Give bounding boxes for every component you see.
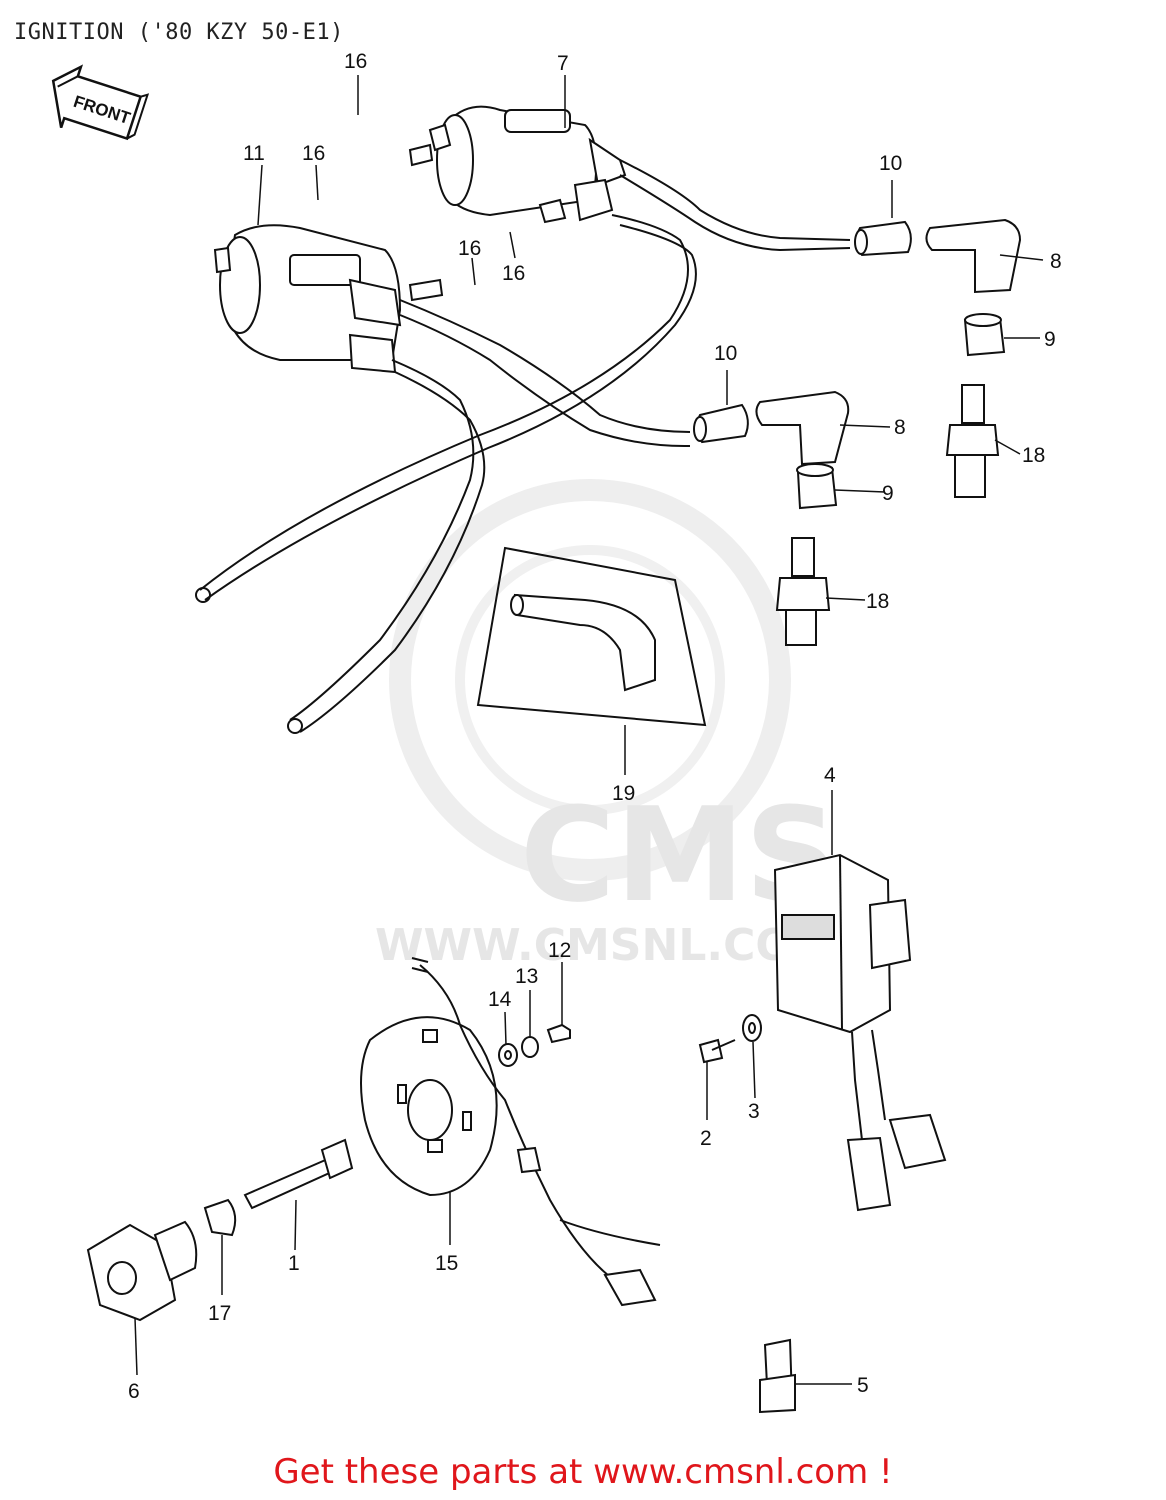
rubber-cap-9-upper: [963, 313, 1006, 357]
front-arrow: FRONT: [51, 64, 150, 141]
leader-lines: [134, 75, 1044, 1385]
callout-16-b: 16: [302, 142, 325, 165]
callout-15: 15: [435, 1252, 458, 1275]
plug-cap-10-lower: [693, 403, 749, 444]
callout-18-lower: 18: [866, 590, 889, 613]
bolt-1: [243, 1138, 354, 1210]
timing-advancer-6: [86, 1220, 198, 1322]
high-tension-leads: [195, 159, 851, 734]
callout-8-lower: 8: [894, 416, 906, 439]
bracket-5: [759, 1338, 796, 1414]
ic-igniter-4: [773, 853, 947, 1212]
nut-3: [742, 1014, 762, 1042]
callouts: 1 2 3 4 5 6 7 8 8 9 9 10 10 11 12 13 14 …: [128, 50, 1062, 1403]
washer-13: [521, 1036, 539, 1058]
callout-18-upper: 18: [1022, 444, 1045, 467]
plug-cap-8-lower: [755, 390, 850, 466]
callout-9-lower: 9: [882, 482, 894, 505]
callout-10-lower: 10: [714, 342, 737, 365]
page-title: IGNITION ('80 KZY 50-E1): [14, 20, 344, 45]
bolt-2: [698, 1038, 736, 1064]
clip-17: [203, 1198, 237, 1237]
callout-12: 12: [548, 939, 571, 962]
ignition-coil-7: [408, 105, 627, 224]
watermark: CMS WWW.CMSNL.COM: [375, 479, 838, 971]
callout-9-upper: 9: [1044, 328, 1056, 351]
callout-14: 14: [488, 988, 512, 1011]
pickup-coil-plate-15: [360, 957, 661, 1307]
callout-7: 7: [557, 52, 569, 75]
callout-1: 1: [288, 1252, 300, 1275]
callout-3: 3: [748, 1100, 760, 1123]
callout-11: 11: [243, 142, 265, 165]
callout-5: 5: [857, 1374, 869, 1397]
spark-plug-18-upper: [945, 384, 1000, 498]
callout-19: 19: [612, 782, 635, 805]
footer-link[interactable]: Get these parts at www.cmsnl.com !: [273, 1452, 893, 1492]
callout-8-upper: 8: [1050, 250, 1062, 273]
plug-cap-10-upper: [854, 220, 912, 257]
callout-13: 13: [515, 965, 538, 988]
rubber-cap-9-lower: [796, 463, 838, 510]
plug-cap-8-upper: [925, 218, 1022, 294]
ignition-coil-11: [213, 224, 444, 374]
callout-16-a: 16: [344, 50, 367, 73]
inset-plug-cap-19: [476, 546, 707, 727]
callout-16-c: 16: [458, 237, 481, 260]
callout-17: 17: [208, 1302, 231, 1325]
spark-plug-18-lower: [775, 537, 831, 646]
watermark-url: WWW.CMSNL.COM: [375, 920, 837, 971]
callout-4: 4: [824, 764, 836, 787]
callout-16-d: 16: [502, 262, 525, 285]
callout-10-upper: 10: [879, 152, 902, 175]
callout-2: 2: [700, 1127, 712, 1150]
screw-12: [546, 1023, 571, 1044]
washer-14: [498, 1043, 518, 1067]
callout-6: 6: [128, 1380, 140, 1403]
